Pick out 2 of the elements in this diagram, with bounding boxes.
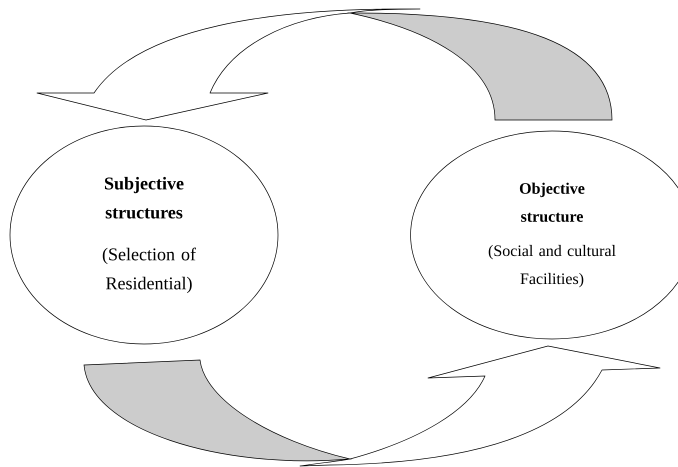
curved-block-arrow bbox=[84, 346, 660, 466]
curved-block-arrow bbox=[36, 8, 612, 120]
